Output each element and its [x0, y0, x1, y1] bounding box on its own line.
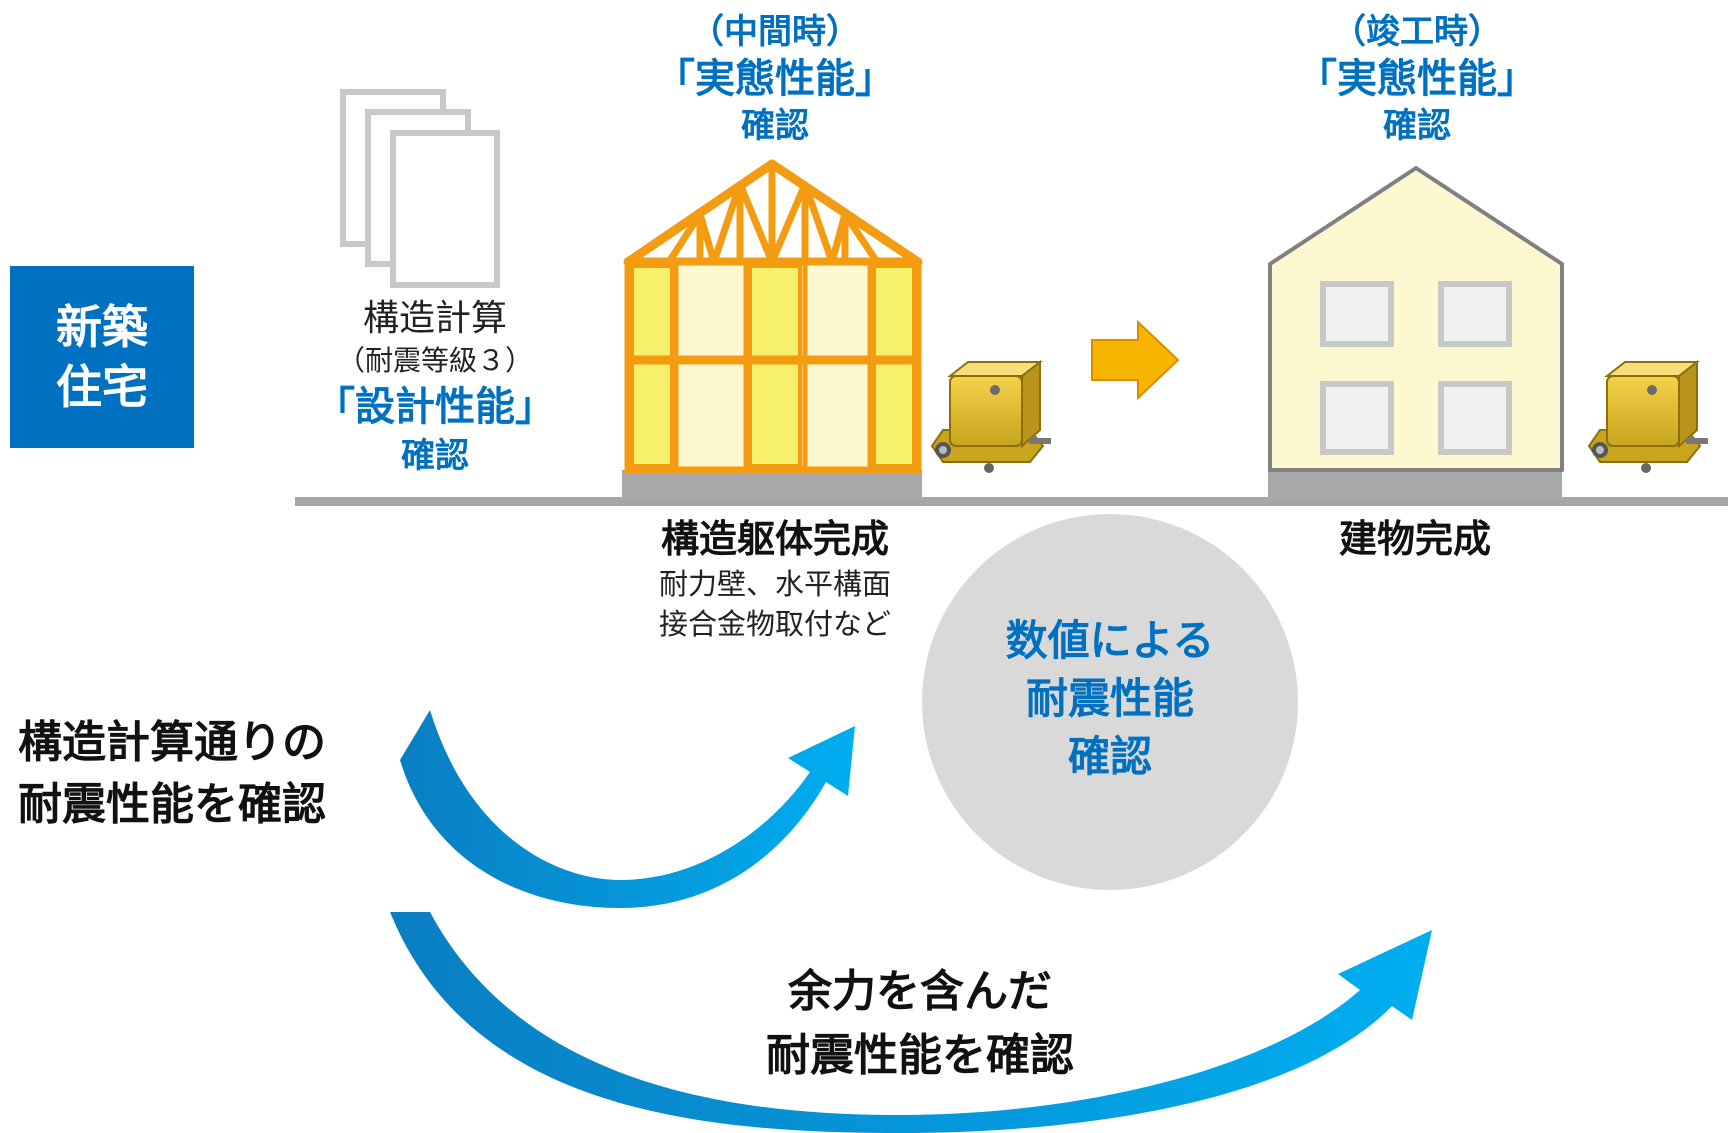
midterm-detail2: 接合金物取付など [658, 607, 891, 641]
house-frame-icon [622, 159, 923, 500]
design-stage-text: 構造計算 （耐震等級３） 「設計性能」 確認 [300, 296, 570, 478]
arc2-line1: 余力を含んだ [788, 966, 1052, 1017]
circle-text: 数値による 耐震性能 確認 [950, 612, 1270, 786]
badge-line1: 新築 [56, 300, 148, 354]
midterm-stage: 構造躯体完成 [660, 517, 889, 561]
seismometer-icon [930, 359, 1051, 473]
arc1-line2: 耐震性能を確認 [18, 779, 326, 830]
midterm-performance: 「実態性能」 [655, 56, 895, 102]
document-stack-icon [340, 89, 500, 288]
arc2-line2: 耐震性能を確認 [766, 1030, 1074, 1081]
midterm-detail1: 耐力壁、水平構面 [658, 567, 891, 601]
arc2-text: 余力を含んだ 耐震性能を確認 [690, 960, 1150, 1088]
completion-stage: 建物完成 [1338, 517, 1491, 561]
design-confirm: 確認 [401, 436, 469, 476]
design-performance: 「設計性能」 [315, 384, 555, 430]
midterm-confirm: 確認 [741, 106, 809, 146]
design-title: 構造計算 [362, 298, 507, 339]
seismometer-icon [1587, 359, 1708, 473]
completion-labels: （竣工時） 「実態性能」 確認 [1262, 10, 1572, 148]
arc1-line1: 構造計算通りの [18, 717, 326, 768]
completion-confirm: 確認 [1383, 106, 1451, 146]
right-arrow-icon [1091, 319, 1180, 401]
badge-line2: 住宅 [56, 360, 148, 414]
ground-line [295, 497, 1728, 506]
new-house-badge: 新築 住宅 [10, 266, 194, 448]
circle-line2: 耐震性能 [1025, 674, 1194, 723]
result-circle [922, 514, 1298, 890]
completion-stage-caption: 建物完成 [1280, 514, 1550, 564]
midterm-stage-caption: 構造躯体完成 耐力壁、水平構面 接合金物取付など [600, 514, 950, 644]
circle-line3: 確認 [1067, 732, 1152, 781]
arc1-text: 構造計算通りの 耐震性能を確認 [18, 712, 438, 836]
house-icon [1268, 166, 1564, 500]
curved-arrow-icon [400, 710, 855, 908]
completion-phase: （竣工時） [1332, 12, 1502, 52]
midterm-phase: （中間時） [690, 12, 860, 52]
design-sub: （耐震等級３） [336, 344, 533, 377]
circle-line1: 数値による [1005, 616, 1215, 665]
midterm-labels: （中間時） 「実態性能」 確認 [620, 10, 930, 148]
completion-performance: 「実態性能」 [1297, 56, 1537, 102]
